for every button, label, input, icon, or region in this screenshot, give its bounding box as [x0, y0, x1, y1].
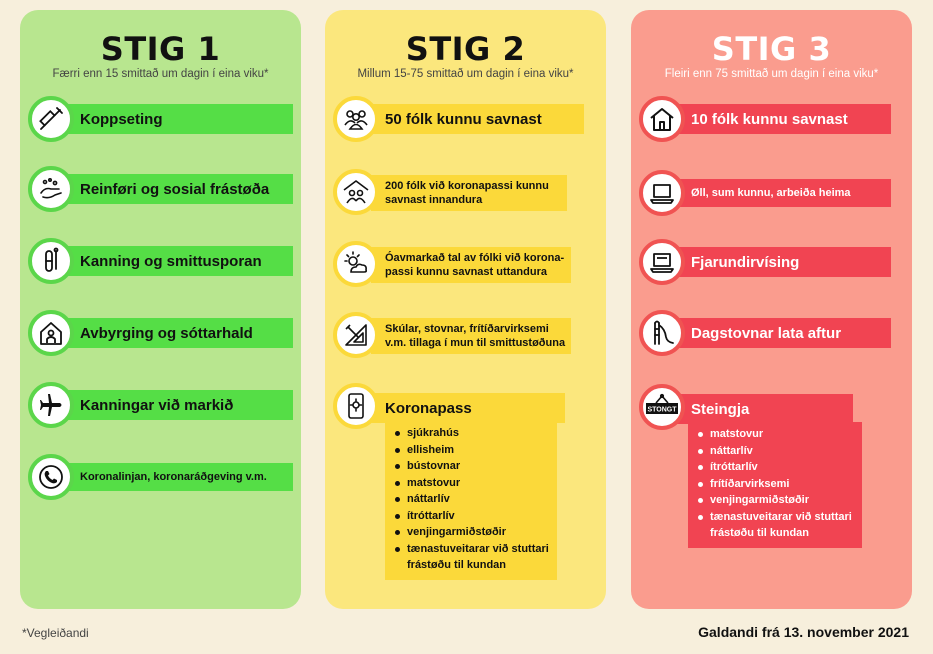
stig1-item-label: Reinføri og sosial frástøða	[66, 174, 293, 204]
playground-slide-icon	[639, 310, 685, 356]
stig3-item-label: Øll, sum kunnu, arbeiða heima	[677, 179, 891, 207]
test-tube-icon	[28, 238, 74, 284]
list-item: venjingarmiðstøðir	[696, 492, 854, 509]
phone-icon	[28, 454, 74, 500]
stig3-item-label: Fjarundirvísing	[677, 247, 891, 277]
stig2-item-label: Skúlar, stovnar, frítíðarvirksemi v.m. t…	[371, 318, 571, 354]
valid-date: Galdandi frá 13. november 2021	[698, 624, 909, 640]
outdoor-weather-icon	[333, 241, 379, 287]
ruler-triangle-icon	[333, 312, 379, 358]
stig2-title: STIG 2	[405, 30, 526, 68]
stig1-column: STIG 1 Færri enn 15 smittað um dagin í e…	[20, 10, 301, 609]
stig3-subtitle: Fleiri enn 75 smittað um dagin í eina vi…	[664, 68, 879, 80]
list-item: ellisheim	[393, 442, 549, 459]
airplane-icon	[28, 382, 74, 428]
list-item: matstovur	[393, 475, 549, 492]
list-item: tænastuveitarar við stuttari frástøðu ti…	[393, 541, 549, 574]
stig3-item-label: Steingja	[677, 394, 853, 424]
stig3-title: STIG 3	[711, 30, 832, 68]
house-person-icon	[28, 310, 74, 356]
list-item: náttarlív	[393, 491, 549, 508]
laptop-remote-icon	[639, 239, 685, 285]
coronapass-list: sjúkrahús ellisheim bústovnar matstovur …	[385, 421, 557, 580]
stig1-item-label: Koronalinjan, koronaráðgeving v.m.	[66, 463, 293, 491]
stig2-item-label: Koronapass	[371, 393, 565, 423]
list-item: ítróttarlív	[696, 459, 854, 476]
group-icon	[333, 96, 379, 142]
list-item: bústovnar	[393, 458, 549, 475]
stig1-item-label: Avbyrging og sóttarhald	[66, 318, 293, 348]
phone-pass-icon	[333, 383, 379, 429]
syringe-icon	[28, 96, 74, 142]
stig2-item-label: 200 fólk við koronapassi kunnu savnast i…	[371, 175, 567, 211]
stig3-column: STIG 3 Fleiri enn 75 smittað um dagin í …	[631, 10, 912, 609]
stig2-item-label: 50 fólk kunnu savnast	[371, 104, 584, 134]
stig1-item-label: Kanningar við markið	[66, 390, 293, 420]
footnote: *Vegleiðandi	[22, 626, 89, 640]
list-item: frítíðarvirksemi	[696, 476, 854, 493]
house-icon	[639, 96, 685, 142]
handwash-icon	[28, 166, 74, 212]
closed-sign-icon: STONGT	[639, 384, 685, 430]
stig1-subtitle: Færri enn 15 smittað um dagin í eina vik…	[52, 68, 269, 80]
stig1-item-label: Koppseting	[66, 104, 293, 134]
list-item: venjingarmiðstøðir	[393, 524, 549, 541]
closures-list: matstovur náttarlív ítróttarlív frítíðar…	[688, 422, 862, 548]
stig3-item-label: 10 fólk kunnu savnast	[677, 104, 891, 134]
laptop-icon	[639, 170, 685, 216]
list-item: sjúkrahús	[393, 425, 549, 442]
list-item: náttarlív	[696, 443, 854, 460]
stig2-item-label: Óavmarkað tal av fólki við korona-passi …	[371, 247, 571, 283]
stig2-column: STIG 2 Millum 15-75 smittað um dagin í e…	[325, 10, 606, 609]
list-item: matstovur	[696, 426, 854, 443]
list-item: ítróttarlív	[393, 508, 549, 525]
list-item: tænastuveitarar við stuttari frástøðu ti…	[696, 509, 854, 542]
sign-text: STONGT	[647, 407, 677, 414]
stig3-item-label: Dagstovnar lata aftur	[677, 318, 891, 348]
group-indoor-icon	[333, 169, 379, 215]
stig1-item-label: Kanning og smittusporan	[66, 246, 293, 276]
stig1-title: STIG 1	[100, 30, 221, 68]
stig2-subtitle: Millum 15-75 smittað um dagin í eina vik…	[357, 68, 574, 80]
